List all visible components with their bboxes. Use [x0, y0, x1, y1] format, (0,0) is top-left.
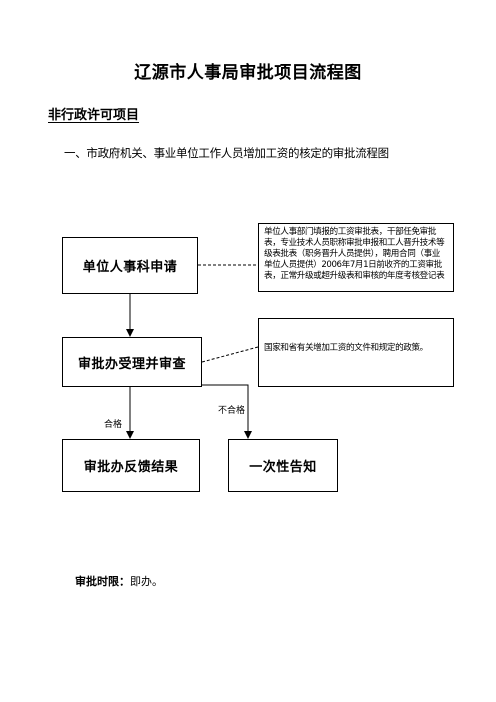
materials-note-text: 单位人事部门填报的工资审批表，干部任免审批表，专业技术人员职称审批申报和工人晋升… — [264, 227, 445, 281]
fail-label: 不合格 — [218, 406, 246, 416]
policy-note: 国家和省有关增加工资的文件和规定的政策。 — [258, 318, 454, 387]
connector-accept-to-policy — [201, 346, 259, 363]
notify-box: 一次性告知 — [228, 439, 338, 492]
flowchart-subheading: 一、市政府机关、事业单位工作人员增加工资的核定的审批流程图 — [64, 146, 389, 160]
apply-box-label: 单位人事科申请 — [82, 260, 178, 275]
arrow-accept-to-notify — [202, 384, 252, 439]
accept-review-box-label: 审批办受理并审查 — [77, 356, 186, 372]
policy-note-text: 国家和省有关增加工资的文件和规定的政策。 — [264, 343, 428, 353]
page-title: 辽源市人事局审批项目流程图 — [134, 63, 362, 83]
approval-time-label: 审批时限： — [75, 575, 130, 588]
approval-time-value: 即办。 — [130, 575, 163, 588]
approval-time: 审批时限：即办。 — [75, 573, 163, 589]
notify-box-label: 一次性告知 — [249, 460, 317, 475]
section-heading: 非行政许可项目 — [48, 108, 140, 123]
feedback-box: 审批办反馈结果 — [62, 439, 200, 492]
pass-label: 合格 — [104, 420, 123, 430]
accept-review-box: 审批办受理并审查 — [62, 337, 202, 387]
apply-box: 单位人事科申请 — [62, 237, 198, 294]
feedback-box-label: 审批办反馈结果 — [83, 460, 179, 475]
materials-note: 单位人事部门填报的工资审批表，干部任免审批表，专业技术人员职称审批申报和工人晋升… — [258, 223, 454, 292]
